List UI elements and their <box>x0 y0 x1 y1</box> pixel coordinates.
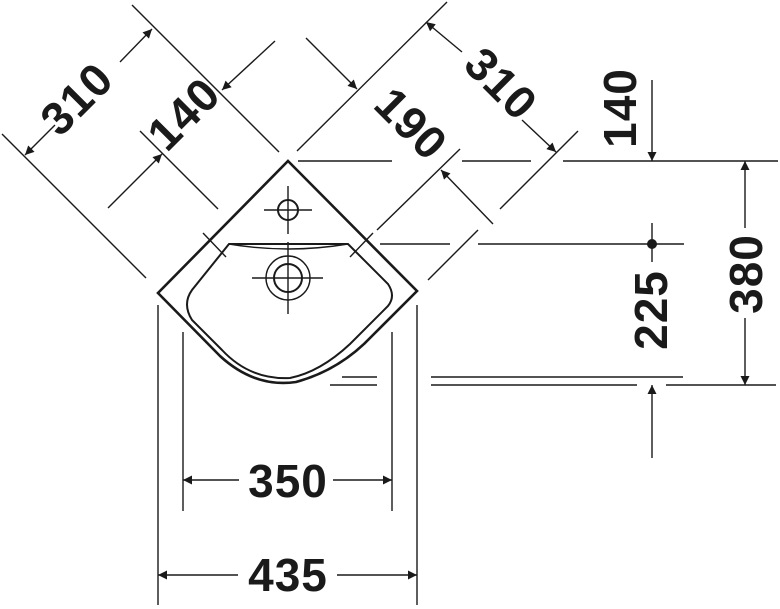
dim-side-left-inner: 140 <box>137 67 230 160</box>
dim-tap-to-front: 225 <box>625 270 677 350</box>
dim-side-right-inner: 190 <box>365 77 458 170</box>
dim-left-group: 310 140 <box>1 4 280 279</box>
edge-tick-left <box>202 232 227 258</box>
dim-horizontal-group: 350 435 <box>157 305 418 605</box>
dim-depth: 380 <box>720 234 772 314</box>
dim-overall-width: 435 <box>248 549 328 601</box>
tap-hole <box>264 186 312 234</box>
reference-lines <box>298 160 778 386</box>
edge-tick-right <box>349 232 374 258</box>
dim-right-group: 310 190 <box>296 1 579 281</box>
dim-side-right: 310 <box>455 37 548 130</box>
dim-side-left: 310 <box>30 52 123 145</box>
drain-hole <box>252 242 323 314</box>
dim-top-offset: 140 <box>594 68 646 148</box>
dim-bowl-width: 350 <box>248 455 328 507</box>
dim-vertical-group: 140 225 380 <box>594 68 772 458</box>
